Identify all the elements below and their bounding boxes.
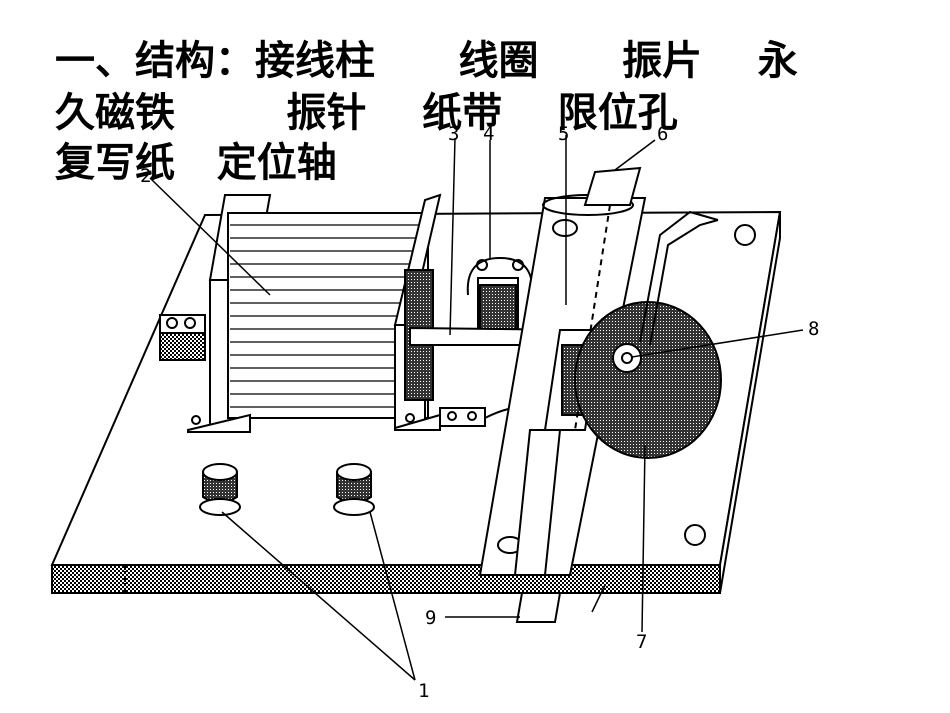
binding-post-left [199,463,241,516]
paper-tape [513,166,642,623]
label-5: 5 [558,123,569,145]
left-terminal-block [159,314,206,361]
binding-post-right [333,463,375,516]
base-hole [684,524,706,546]
coil [187,193,442,433]
label-2: 2 [140,165,151,187]
heading-line-2: 久磁铁 振针 纸带 限位孔 [55,90,678,136]
heading-line-3: 复写纸 定位轴 [55,140,337,186]
permanent-magnet [466,256,534,334]
label-1: 1 [418,680,429,702]
leader-lines [149,135,804,681]
label-9: 9 [425,607,436,629]
heading-line-1: 一、结构：接线柱 线圈 振片 永 [55,38,798,84]
label-7: 7 [636,631,647,653]
base-hole [734,224,756,246]
carbon-disc [574,210,722,459]
label-3: 3 [448,123,459,145]
label-8: 8 [808,318,819,340]
label-4: 4 [483,123,494,145]
label-6: 6 [657,123,668,145]
